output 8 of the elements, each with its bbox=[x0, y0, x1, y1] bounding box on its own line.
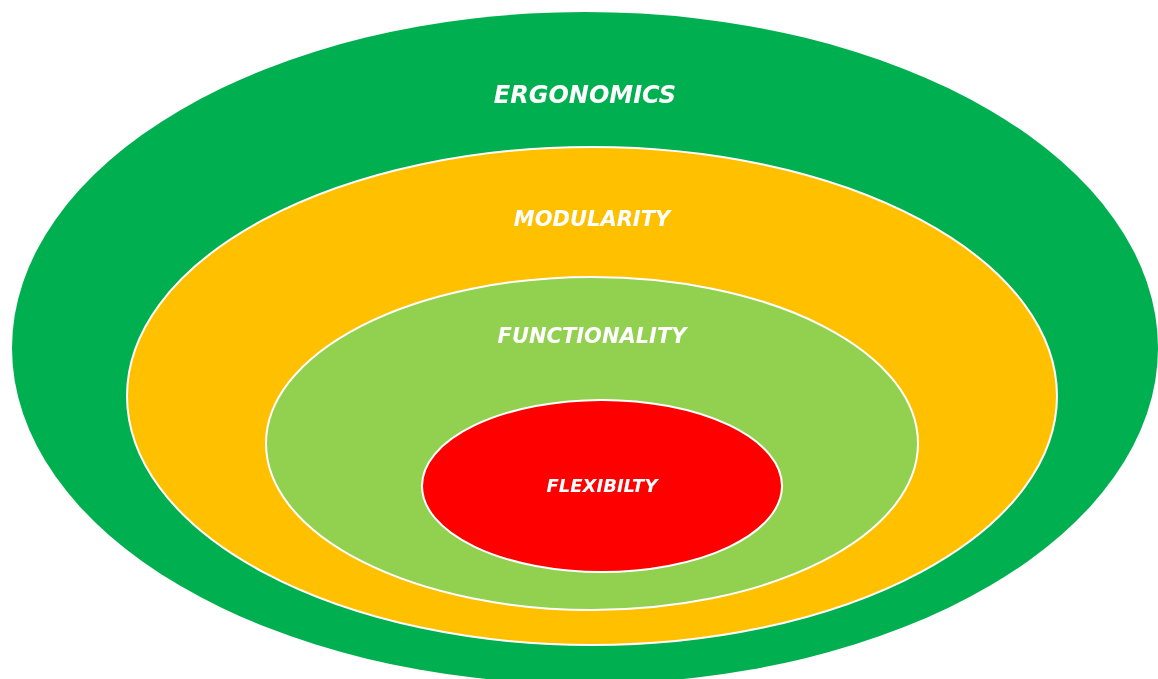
ellipse-layer bbox=[127, 147, 1057, 645]
ellipse-layer bbox=[266, 277, 918, 610]
layer-label: ERGONOMICS bbox=[493, 81, 677, 108]
layer-label: FLEXIBILTY bbox=[546, 476, 658, 496]
layer-label: MODULARITY bbox=[513, 208, 671, 232]
layer-label: FUNCTIONALITY bbox=[497, 325, 687, 349]
ellipse-layer bbox=[12, 12, 1158, 679]
ellipse-layer bbox=[422, 400, 782, 572]
